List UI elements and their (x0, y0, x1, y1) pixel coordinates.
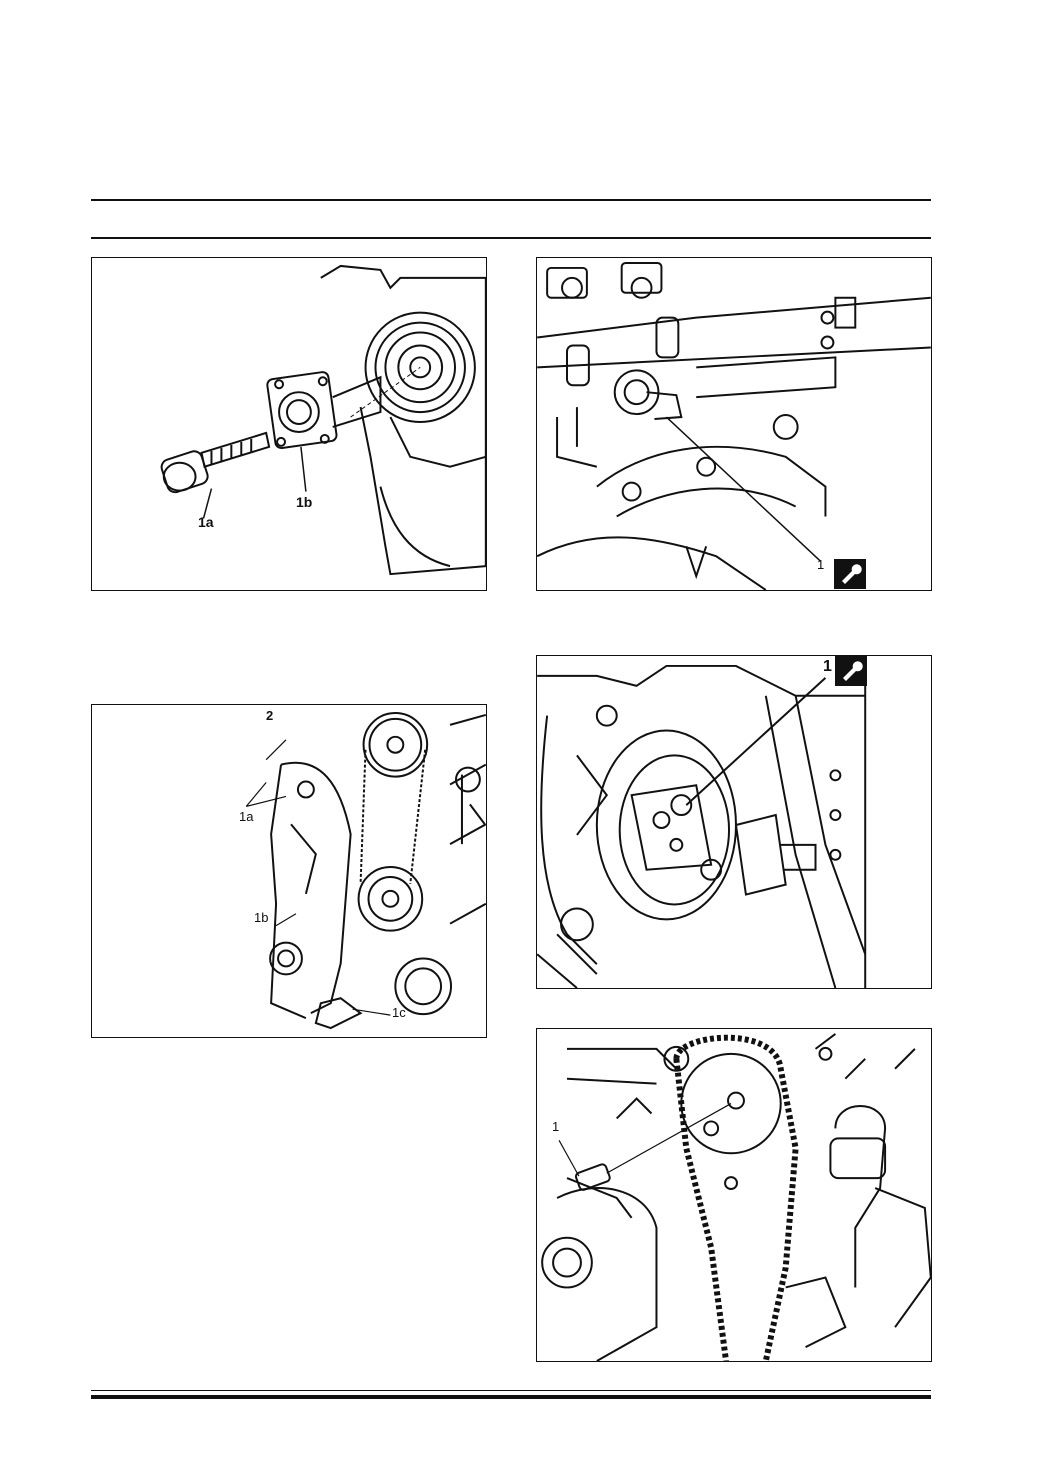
figure-crankshaft-tool: 1 (536, 655, 932, 989)
footer-rule-thin (91, 1390, 931, 1391)
engine-drawing-timing-cover (245, 711, 486, 1030)
header-rule-top (91, 199, 931, 201)
wrench-icon (835, 656, 867, 686)
callout-1a: 1a (198, 514, 214, 530)
figure-cylinder-head-tool: 1 (536, 257, 932, 591)
callout-1b: 1b (254, 910, 269, 925)
engine-drawing-bolt-flange (160, 264, 486, 576)
wrench-icon (834, 559, 866, 589)
engine-drawing-timing-chain (541, 1033, 931, 1361)
engine-drawing-crankshaft (537, 656, 867, 988)
footer-rule-thick (91, 1395, 931, 1399)
callout-1: 1 (817, 557, 825, 572)
callout-1b: 1b (296, 494, 313, 510)
figure-timing-cover: 2 1a 1b 1c (91, 704, 487, 1038)
callout-1c: 1c (392, 1005, 406, 1020)
figure-timing-chain: 1 (536, 1028, 932, 1362)
figure-bolt-flange: 1a 1b (91, 257, 487, 591)
callout-1: 1 (552, 1119, 560, 1134)
callout-2: 2 (266, 708, 274, 723)
engine-drawing-cylinder-head (537, 261, 931, 590)
callout-1: 1 (823, 658, 832, 675)
callout-1a: 1a (239, 809, 254, 824)
header-rule-bottom (91, 237, 931, 239)
